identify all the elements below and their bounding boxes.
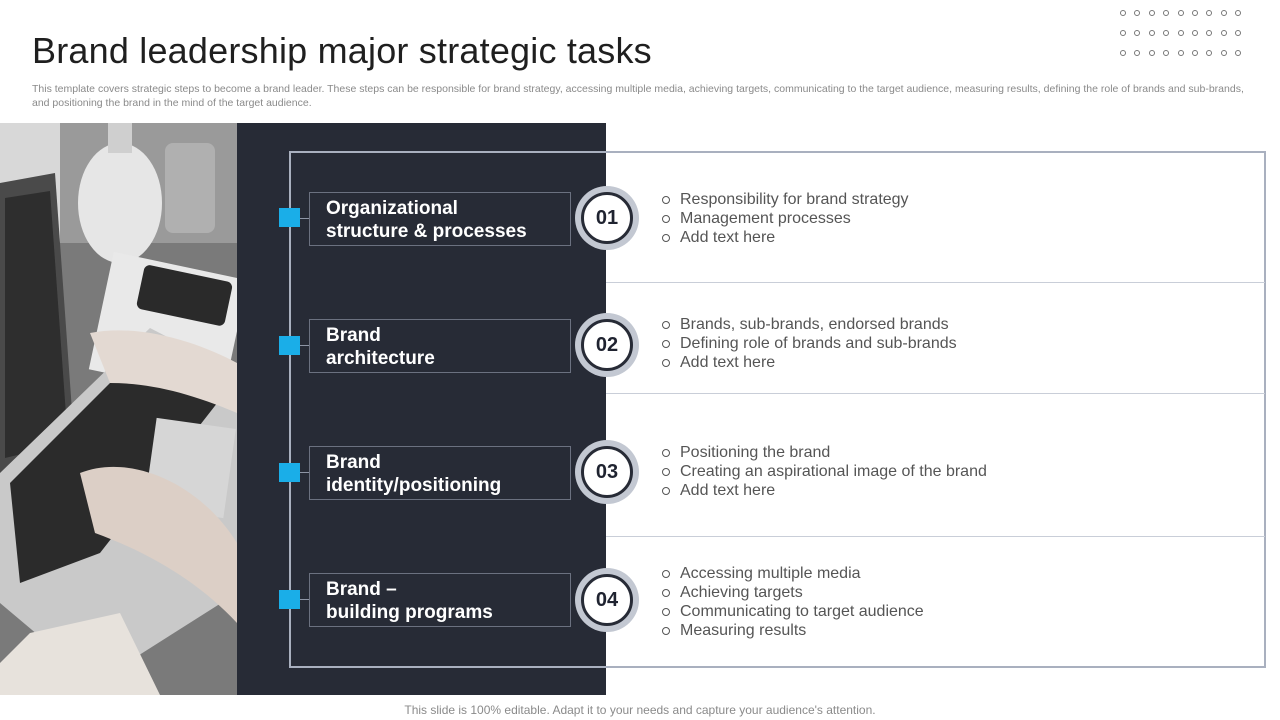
circle-bullet-icon (662, 358, 670, 367)
decorative-dot (1220, 50, 1227, 56)
circle-bullet-icon (662, 339, 670, 348)
step-number-badge: 01 (575, 186, 639, 250)
step-marker-square (279, 463, 300, 482)
decorative-dot (1148, 10, 1155, 16)
row-divider (606, 282, 1265, 283)
decorative-dot (1192, 50, 1198, 56)
step-connector (300, 218, 309, 219)
list-item: Accessing multiple media (662, 564, 924, 583)
step-marker-square (279, 336, 300, 355)
decorative-dot (1177, 10, 1184, 16)
step-number: 01 (595, 206, 619, 229)
list-item: Measuring results (662, 621, 924, 640)
decorative-dot (1163, 10, 1170, 16)
step-title-box: Brand – building programs (309, 573, 571, 627)
decorative-dot (1235, 50, 1242, 56)
step-bullet-list: Brands, sub-brands, endorsed brands Defi… (662, 315, 957, 372)
list-item: Add text here (662, 481, 987, 500)
list-item: Defining role of brands and sub-brands (662, 334, 957, 353)
circle-bullet-icon (662, 320, 670, 329)
circle-bullet-icon (662, 588, 670, 597)
decorative-dot (1163, 30, 1170, 36)
decorative-dot (1120, 30, 1126, 36)
list-item: Add text here (662, 353, 957, 372)
decorative-dot (1134, 10, 1141, 16)
step-number-badge: 04 (575, 568, 639, 632)
list-item: Responsibility for brand strategy (662, 190, 909, 209)
step-number-badge: 03 (575, 440, 639, 504)
step-bullet-list: Accessing multiple media Achieving targe… (662, 564, 924, 640)
decorative-dot (1235, 30, 1242, 36)
circle-bullet-icon (662, 233, 670, 242)
step-title-box: Brand architecture (309, 319, 571, 373)
step-title-line: building programs (326, 602, 493, 623)
step-title-box: Organizational structure & processes (309, 192, 571, 246)
slide-subtitle: This template covers strategic steps to … (32, 83, 1244, 109)
decorative-dot (1192, 10, 1198, 16)
row-divider (606, 393, 1265, 394)
decorative-dot (1120, 10, 1126, 16)
circle-bullet-icon (662, 486, 670, 495)
step-connector (300, 472, 309, 473)
decorative-dot (1134, 50, 1141, 56)
decorative-dot (1120, 50, 1126, 56)
slide-title: Brand leadership major strategic tasks (32, 30, 652, 71)
decorative-dot (1163, 50, 1170, 56)
step-title-line: structure & processes (326, 221, 527, 242)
decorative-dot (1206, 50, 1213, 56)
step-marker-square (279, 590, 300, 609)
laptop-photo (0, 123, 237, 695)
step-title-line: Brand (326, 325, 381, 346)
decorative-dot (1206, 30, 1213, 36)
decorative-dot (1192, 30, 1198, 36)
timeline-line (289, 151, 291, 668)
decorative-dot (1177, 50, 1184, 56)
list-item: Add text here (662, 228, 909, 247)
slide-footer: This slide is 100% editable. Adapt it to… (404, 703, 876, 717)
list-item: Management processes (662, 209, 909, 228)
step-title-line: Organizational (326, 198, 458, 219)
list-item: Brands, sub-brands, endorsed brands (662, 315, 957, 334)
step-number: 04 (595, 588, 619, 611)
decorative-dot (1206, 10, 1213, 16)
decorative-dot-grid (1120, 10, 1245, 65)
step-title-line: Brand – (326, 579, 397, 600)
list-item: Positioning the brand (662, 443, 987, 462)
circle-bullet-icon (662, 569, 670, 578)
list-item: Creating an aspirational image of the br… (662, 462, 987, 481)
decorative-dot (1134, 30, 1141, 36)
circle-bullet-icon (662, 195, 670, 204)
step-number-badge: 02 (575, 313, 639, 377)
list-item: Communicating to target audience (662, 602, 924, 621)
step-title-box: Brand identity/positioning (309, 446, 571, 500)
step-number: 02 (595, 333, 619, 356)
decorative-dot (1177, 30, 1184, 36)
step-title-line: architecture (326, 348, 435, 369)
circle-bullet-icon (662, 214, 670, 223)
circle-bullet-icon (662, 467, 670, 476)
step-bullet-list: Positioning the brand Creating an aspira… (662, 443, 987, 500)
step-connector (300, 345, 309, 346)
list-item: Achieving targets (662, 583, 924, 602)
step-bullet-list: Responsibility for brand strategy Manage… (662, 190, 909, 247)
circle-bullet-icon (662, 448, 670, 457)
decorative-dot (1148, 50, 1155, 56)
decorative-dot (1220, 30, 1227, 36)
step-number: 03 (595, 460, 619, 483)
circle-bullet-icon (662, 626, 670, 635)
decorative-dot (1220, 10, 1227, 16)
decorative-dot (1148, 30, 1155, 36)
step-title-line: identity/positioning (326, 475, 502, 496)
circle-bullet-icon (662, 607, 670, 616)
row-divider (606, 536, 1265, 537)
step-connector (300, 599, 309, 600)
decorative-dot (1235, 10, 1242, 16)
step-marker-square (279, 208, 300, 227)
step-title-line: Brand (326, 452, 381, 473)
